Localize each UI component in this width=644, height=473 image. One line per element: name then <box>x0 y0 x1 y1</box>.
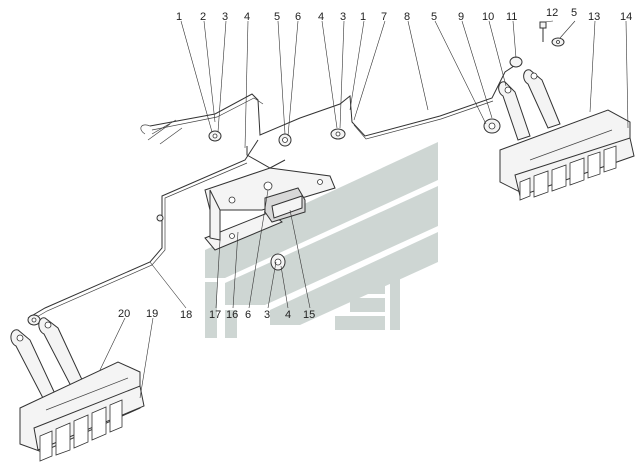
left-lamp-assembly <box>10 317 145 462</box>
bolt-part <box>539 21 565 47</box>
callout-1: 1 <box>176 11 182 23</box>
leader-lines <box>99 20 629 399</box>
callout-8: 8 <box>404 11 410 23</box>
callout-7: 7 <box>381 11 387 23</box>
callout-4: 4 <box>285 309 291 321</box>
callout-9: 9 <box>458 11 464 23</box>
callout-1: 1 <box>360 11 366 23</box>
callout-16: 16 <box>226 309 238 321</box>
callout-18: 18 <box>180 309 192 321</box>
callout-4: 4 <box>318 11 324 23</box>
callout-3: 3 <box>222 11 228 23</box>
callout-5: 5 <box>571 7 577 19</box>
callout-11: 11 <box>506 11 517 23</box>
callout-2: 2 <box>200 11 206 23</box>
callout-17: 17 <box>209 309 221 321</box>
central-bracket <box>204 167 336 251</box>
callout-10: 10 <box>482 11 494 23</box>
callout-12: 12 <box>546 7 558 19</box>
callout-15: 15 <box>303 309 315 321</box>
callout-6: 6 <box>295 11 301 23</box>
callout-19: 19 <box>146 308 158 320</box>
callout-20: 20 <box>118 308 130 320</box>
connectors <box>27 56 523 326</box>
wiring-harness <box>27 61 521 322</box>
right-lamp-assembly <box>498 69 635 201</box>
callout-14: 14 <box>620 11 632 23</box>
callout-labels: 1 2 3 4 5 6 4 3 1 7 8 5 9 10 11 12 5 13 … <box>118 7 632 321</box>
callout-5: 5 <box>431 11 437 23</box>
callout-4: 4 <box>244 11 250 23</box>
callout-6: 6 <box>245 309 251 321</box>
callout-3: 3 <box>264 309 270 321</box>
watermark-logo <box>205 142 438 338</box>
callout-3: 3 <box>340 11 346 23</box>
callout-5: 5 <box>274 11 280 23</box>
callout-13: 13 <box>588 11 600 23</box>
